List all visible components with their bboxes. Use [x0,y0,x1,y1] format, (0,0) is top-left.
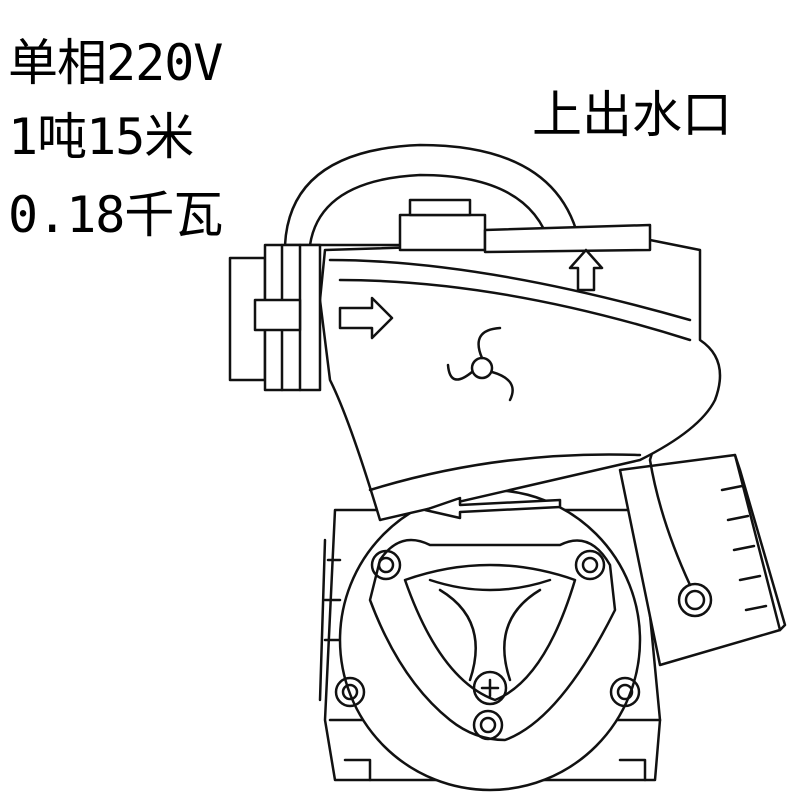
terminal-box [618,408,787,667]
inlet-flange [228,243,322,392]
inlet-arrow-icon [338,296,394,340]
outlet-arrow-icon [568,248,604,292]
spec-power: 0.18千瓦 [8,186,223,244]
rotation-arrow-icon [423,496,562,520]
impeller-icon [446,326,514,402]
spec-flow-head: 1吨15米 [8,108,194,166]
pump-upper-housing [283,143,722,522]
spec-phase-voltage: 单相220V [8,34,223,92]
pump-volute [334,488,642,792]
outlet-label: 上出水口 [532,86,732,144]
